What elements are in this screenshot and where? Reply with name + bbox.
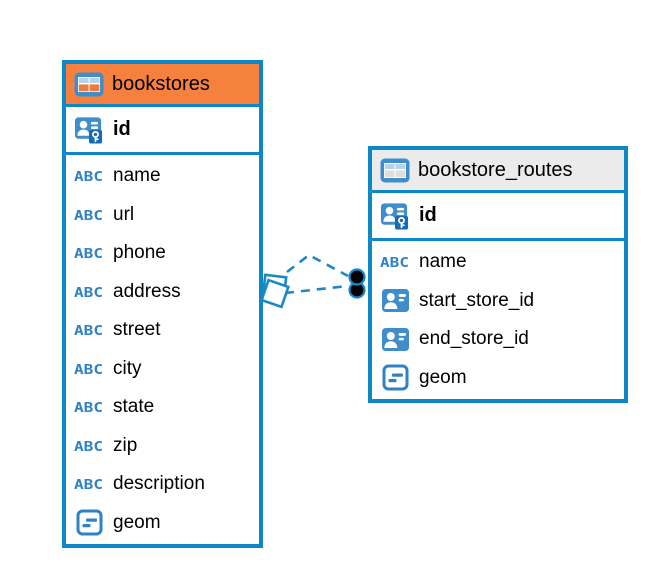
column-name: geom <box>419 366 467 388</box>
foreign-key-icon <box>380 287 410 314</box>
column-name: id <box>113 118 131 140</box>
abc-text-icon: ABC <box>74 284 104 300</box>
column-name: address <box>113 280 181 302</box>
svg-text:ABC: ABC <box>74 209 103 223</box>
svg-text:ABC: ABC <box>74 363 103 377</box>
column-name: end_store_id <box>419 328 529 350</box>
abc-text-icon: ABC <box>74 399 104 415</box>
svg-text:ABC: ABC <box>380 256 409 270</box>
svg-text:ABC: ABC <box>74 401 103 415</box>
svg-text:ABC: ABC <box>74 478 103 492</box>
geometry-icon <box>74 509 104 536</box>
column-row-start_store_id[interactable]: start_store_id <box>372 282 624 321</box>
abc-text-icon: ABC <box>74 438 104 454</box>
primary-key-section: id <box>66 107 259 155</box>
column-name: id <box>419 204 437 226</box>
table-title: bookstores <box>112 72 210 95</box>
column-name: start_store_id <box>419 289 535 311</box>
relationship-line-start-store[interactable] <box>286 253 349 278</box>
table-header[interactable]: bookstores <box>66 64 259 107</box>
table-icon <box>74 72 104 97</box>
column-row-id[interactable]: id <box>372 193 624 241</box>
abc-text-icon: ABC <box>74 168 104 184</box>
column-row-description[interactable]: ABC description <box>66 465 259 504</box>
abc-text-icon: ABC <box>74 322 104 338</box>
column-row-name[interactable]: ABC name <box>66 157 259 196</box>
column-name: description <box>113 473 205 495</box>
abc-text-icon: ABC <box>74 245 104 261</box>
svg-text:ABC: ABC <box>74 440 103 454</box>
column-name: name <box>419 251 467 273</box>
table-header[interactable]: bookstore_routes <box>372 150 624 193</box>
table-icon <box>380 158 410 183</box>
columns-section: ABC name ABC url ABC phone ABC address A… <box>66 155 259 544</box>
table-node-bookstore-routes[interactable]: bookstore_routes id ABC name start_store… <box>368 146 628 403</box>
primary-key-section: id <box>372 193 624 241</box>
geometry-icon <box>380 364 410 391</box>
table-title: bookstore_routes <box>418 158 573 181</box>
svg-text:ABC: ABC <box>74 324 103 338</box>
column-row-end_store_id[interactable]: end_store_id <box>372 320 624 359</box>
column-row-state[interactable]: ABC state <box>66 388 259 427</box>
column-row-city[interactable]: ABC city <box>66 350 259 389</box>
column-row-street[interactable]: ABC street <box>66 311 259 350</box>
column-name: geom <box>113 511 161 533</box>
column-name: zip <box>113 434 138 456</box>
column-row-address[interactable]: ABC address <box>66 273 259 312</box>
primary-key-icon <box>380 200 410 231</box>
relation-diamond-marker[interactable] <box>260 273 290 309</box>
abc-text-icon: ABC <box>74 361 104 377</box>
column-name: name <box>113 165 161 187</box>
column-row-id[interactable]: id <box>66 107 259 155</box>
column-name: phone <box>113 242 166 264</box>
abc-text-icon: ABC <box>74 207 104 223</box>
foreign-key-icon <box>380 326 410 353</box>
column-row-url[interactable]: ABC url <box>66 196 259 235</box>
svg-text:ABC: ABC <box>74 247 103 261</box>
column-row-phone[interactable]: ABC phone <box>66 234 259 273</box>
column-name: url <box>113 203 135 225</box>
svg-text:ABC: ABC <box>74 170 103 184</box>
column-name: state <box>113 396 155 418</box>
abc-text-icon: ABC <box>74 476 104 492</box>
relation-dot-marker[interactable] <box>348 268 366 299</box>
column-row-zip[interactable]: ABC zip <box>66 427 259 466</box>
abc-text-icon: ABC <box>380 254 410 270</box>
columns-section: ABC name start_store_id end_store_id geo… <box>372 241 624 399</box>
table-node-bookstores[interactable]: bookstores id ABC name ABC url ABC phone… <box>62 60 263 548</box>
column-row-geom[interactable]: geom <box>66 504 259 543</box>
primary-key-icon <box>74 114 104 145</box>
relationship-line-end-store[interactable] <box>284 284 349 295</box>
column-name: city <box>113 357 142 379</box>
column-row-geom[interactable]: geom <box>372 359 624 398</box>
svg-text:ABC: ABC <box>74 286 103 300</box>
column-name: street <box>113 319 161 341</box>
column-row-name[interactable]: ABC name <box>372 243 624 282</box>
